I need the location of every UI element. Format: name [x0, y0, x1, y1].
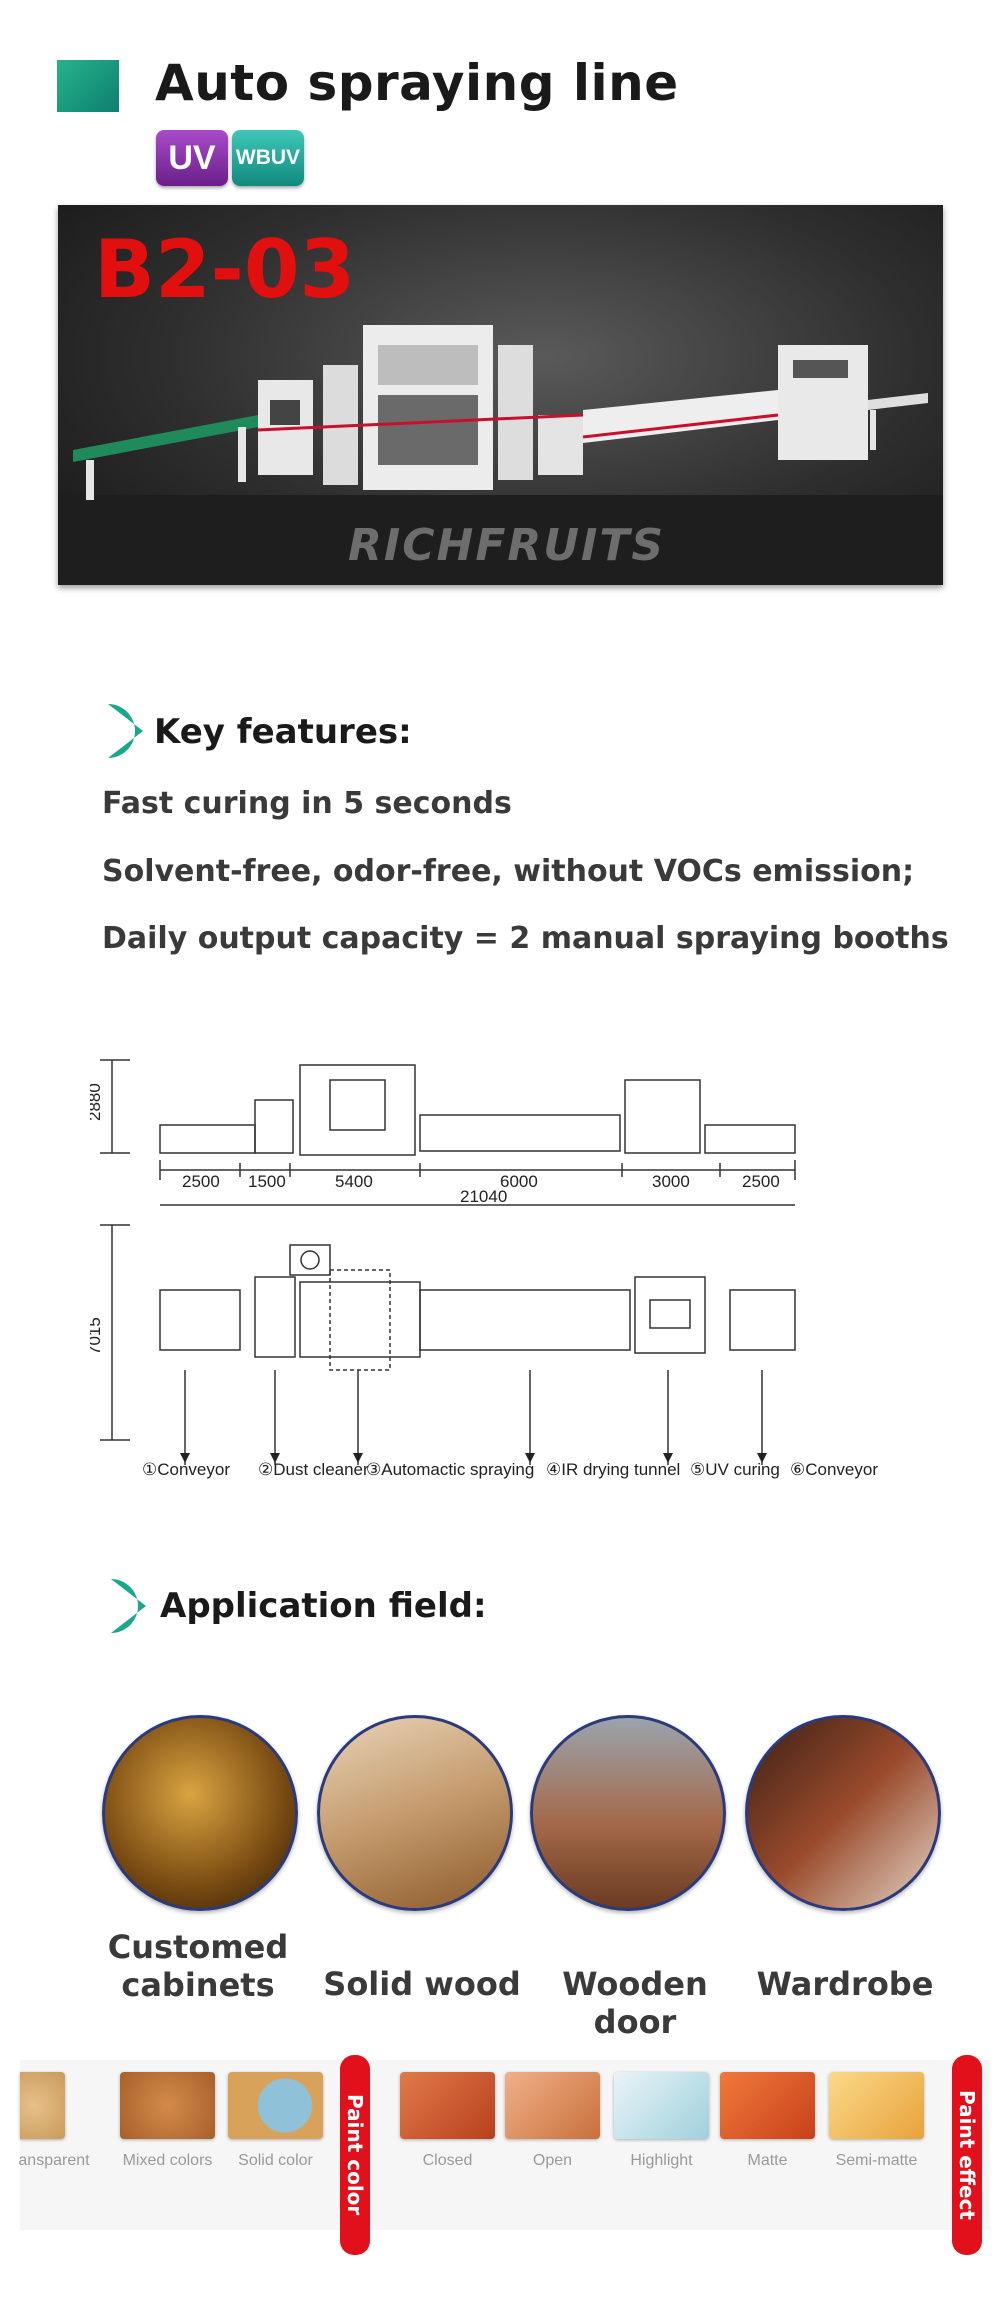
wardrobe-image — [745, 1715, 941, 1911]
machine-illustration — [58, 325, 943, 585]
swatch-semi-matte — [829, 2072, 924, 2139]
magnifier-icon — [81, 704, 143, 758]
swatch-open — [505, 2072, 600, 2139]
model-number: B2-03 — [94, 223, 356, 316]
height-dim-label: 2880 — [90, 1083, 104, 1121]
swatch-transparent — [20, 2072, 65, 2139]
diagram-legend-item: ①Conveyor — [142, 1460, 230, 1479]
key-features-heading: Key features: — [154, 712, 412, 752]
segment-label: 6000 — [500, 1172, 538, 1191]
wbuv-badge: WBUV — [232, 130, 304, 186]
page-title: Auto spraying line — [155, 54, 679, 112]
cabinets-image — [102, 1715, 298, 1911]
swatch-label: Highlight — [630, 2152, 693, 2169]
application-label: Solid wood — [323, 1965, 521, 2003]
feature-item: Fast curing in 5 seconds — [102, 786, 512, 821]
wooden-door-image — [530, 1715, 726, 1911]
application-heading: Application field: — [160, 1586, 487, 1626]
thumbs-up-icon — [84, 1579, 146, 1633]
application-label: Customed cabinets — [107, 1928, 289, 2004]
segment-label: 1500 — [248, 1172, 286, 1191]
application-label: Wardrobe — [756, 1965, 934, 2003]
diagram-legend-item: ④IR drying tunnel — [546, 1460, 681, 1479]
swatch-closed — [400, 2072, 495, 2139]
brand-watermark: RICHFRUITS — [348, 520, 666, 571]
segment-label: 3000 — [652, 1172, 690, 1191]
diagram-legend-item: ②Dust cleaner — [258, 1460, 369, 1479]
title-marker — [57, 60, 119, 112]
swatch-label: Open — [532, 2152, 573, 2169]
swatch-highlight — [614, 2072, 709, 2139]
swatch-label: Solid color — [238, 2152, 313, 2169]
feature-item: Solvent-free, odor-free, without VOCs em… — [102, 854, 915, 889]
layout-diagram: 2880 7015 2500 1500 5400 6000 3000 2500 … — [90, 1059, 796, 1465]
segment-label: 2500 — [742, 1172, 780, 1191]
application-label: Wooden door — [562, 1965, 708, 2041]
diagram-legend-item: ③Automactic spraying — [366, 1460, 535, 1479]
swatch-matte — [720, 2072, 815, 2139]
total-length-label: 21040 — [460, 1187, 507, 1206]
swatch-label: Semi-matte — [835, 2152, 918, 2169]
diagram-legend-item: ⑥Conveyor — [790, 1460, 878, 1479]
uv-badge: UV — [156, 130, 228, 186]
swatch-label: Mixed colors — [122, 2152, 213, 2169]
swatch-mixed-colors — [120, 2072, 215, 2139]
paint-color-ribbon: Paint color — [340, 2055, 370, 2255]
product-banner: B2-03 RICHFRUITS — [58, 205, 943, 585]
swatch-label: Closed — [422, 2152, 473, 2169]
feature-item: Daily output capacity = 2 manual sprayin… — [102, 921, 949, 956]
segment-label: 5400 — [335, 1172, 373, 1191]
solid-wood-image — [317, 1715, 513, 1911]
swatch-solid-color — [228, 2072, 323, 2139]
swatch-label: Matte — [747, 2152, 788, 2169]
segment-label: 2500 — [182, 1172, 220, 1191]
width-dim-label: 7015 — [90, 1317, 104, 1355]
swatch-label: ansparent — [18, 2152, 90, 2169]
diagram-legend-item: ⑤UV curing — [690, 1460, 780, 1479]
paint-effect-ribbon: Paint effect — [952, 2055, 982, 2255]
